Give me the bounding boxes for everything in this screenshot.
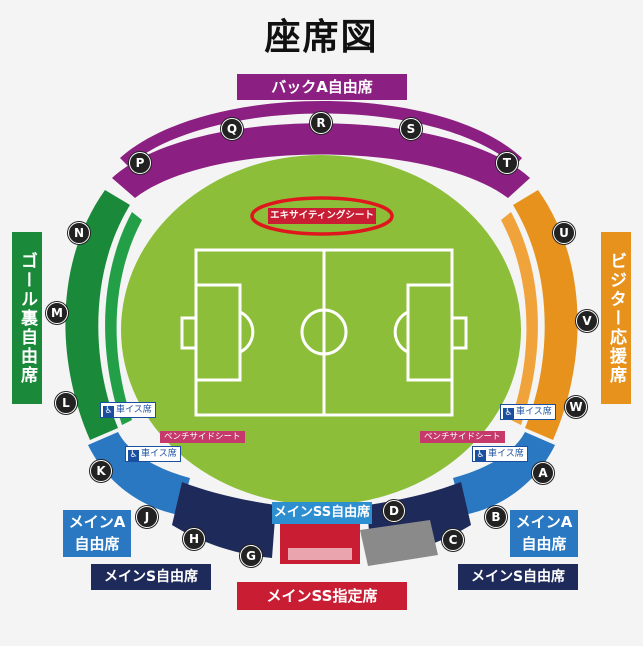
visitor-label[interactable]: ビジター応援席: [601, 232, 631, 404]
section-k[interactable]: K: [90, 460, 112, 482]
section-q[interactable]: Q: [221, 118, 243, 140]
main-a-left-stand[interactable]: [88, 432, 190, 515]
wheelchair-icon: ♿: [128, 450, 139, 461]
main-s-left-stand[interactable]: [172, 482, 276, 558]
page-title: 座席図: [264, 17, 379, 58]
goal-stand-inner: [105, 212, 142, 425]
section-b[interactable]: B: [485, 506, 507, 528]
wheelchair-seat-3[interactable]: ♿車イス席: [125, 446, 181, 462]
main-a-left-label[interactable]: メインA 自由席: [63, 510, 131, 557]
section-s[interactable]: S: [400, 118, 422, 140]
wheelchair-seat-4[interactable]: ♿車イス席: [472, 446, 528, 462]
section-v[interactable]: V: [576, 310, 598, 332]
pitch-grass: [121, 155, 521, 505]
goal-back-label[interactable]: ゴール裏自由席: [12, 232, 42, 404]
main-a-right-stand[interactable]: [453, 432, 555, 515]
back-stand[interactable]: [112, 123, 530, 198]
main-a-right-label[interactable]: メインA 自由席: [510, 510, 578, 557]
grey-area: [360, 520, 438, 566]
section-h[interactable]: H: [183, 528, 205, 550]
visitor-stand[interactable]: [513, 190, 578, 440]
section-g[interactable]: G: [240, 545, 262, 567]
bench-side-left-label[interactable]: ベンチサイドシート: [160, 431, 245, 443]
exciting-seat-highlight: [250, 196, 394, 236]
wheelchair-label: 車イス席: [516, 407, 552, 417]
pitch-lines: [180, 248, 468, 417]
visitor-stand-inner: [501, 212, 538, 425]
main-a-right-line1: メインA: [515, 513, 573, 531]
wheelchair-seat-1[interactable]: ♿車イス席: [100, 402, 156, 418]
exciting-seat-label[interactable]: エキサイティングシート: [268, 208, 376, 224]
wheelchair-icon: ♿: [103, 406, 114, 417]
section-m[interactable]: M: [46, 302, 68, 324]
wheelchair-label: 車イス席: [116, 405, 152, 415]
section-l[interactable]: L: [55, 392, 77, 414]
section-c[interactable]: C: [442, 529, 464, 551]
section-t[interactable]: T: [496, 152, 518, 174]
section-u[interactable]: U: [553, 222, 575, 244]
back-a-label[interactable]: バックA自由席: [237, 74, 407, 100]
main-a-left-line2: 自由席: [74, 535, 120, 553]
goal-stand[interactable]: [65, 190, 130, 440]
main-ss-reserved-label[interactable]: メインSS指定席: [237, 582, 407, 610]
main-a-right-line2: 自由席: [521, 535, 567, 553]
main-ss-free-label[interactable]: メインSS自由席: [272, 502, 372, 524]
bench-side-right-label[interactable]: ベンチサイドシート: [420, 431, 505, 443]
main-ss-seats: [288, 548, 352, 560]
section-d[interactable]: D: [383, 500, 405, 522]
section-a[interactable]: A: [532, 462, 554, 484]
main-s-left-label[interactable]: メインS自由席: [91, 564, 211, 590]
main-a-left-line1: メインA: [68, 513, 126, 531]
wheelchair-label: 車イス席: [141, 449, 177, 459]
section-n[interactable]: N: [68, 222, 90, 244]
section-r[interactable]: R: [310, 112, 332, 134]
wheelchair-seat-2[interactable]: ♿車イス席: [500, 404, 556, 420]
wheelchair-label: 車イス席: [488, 449, 524, 459]
wheelchair-icon: ♿: [475, 450, 486, 461]
wheelchair-icon: ♿: [503, 408, 514, 419]
section-p[interactable]: P: [129, 152, 151, 174]
main-s-right-label[interactable]: メインS自由席: [458, 564, 578, 590]
section-j[interactable]: J: [136, 506, 158, 528]
back-stand-upper: [120, 101, 522, 166]
section-w[interactable]: W: [565, 396, 587, 418]
